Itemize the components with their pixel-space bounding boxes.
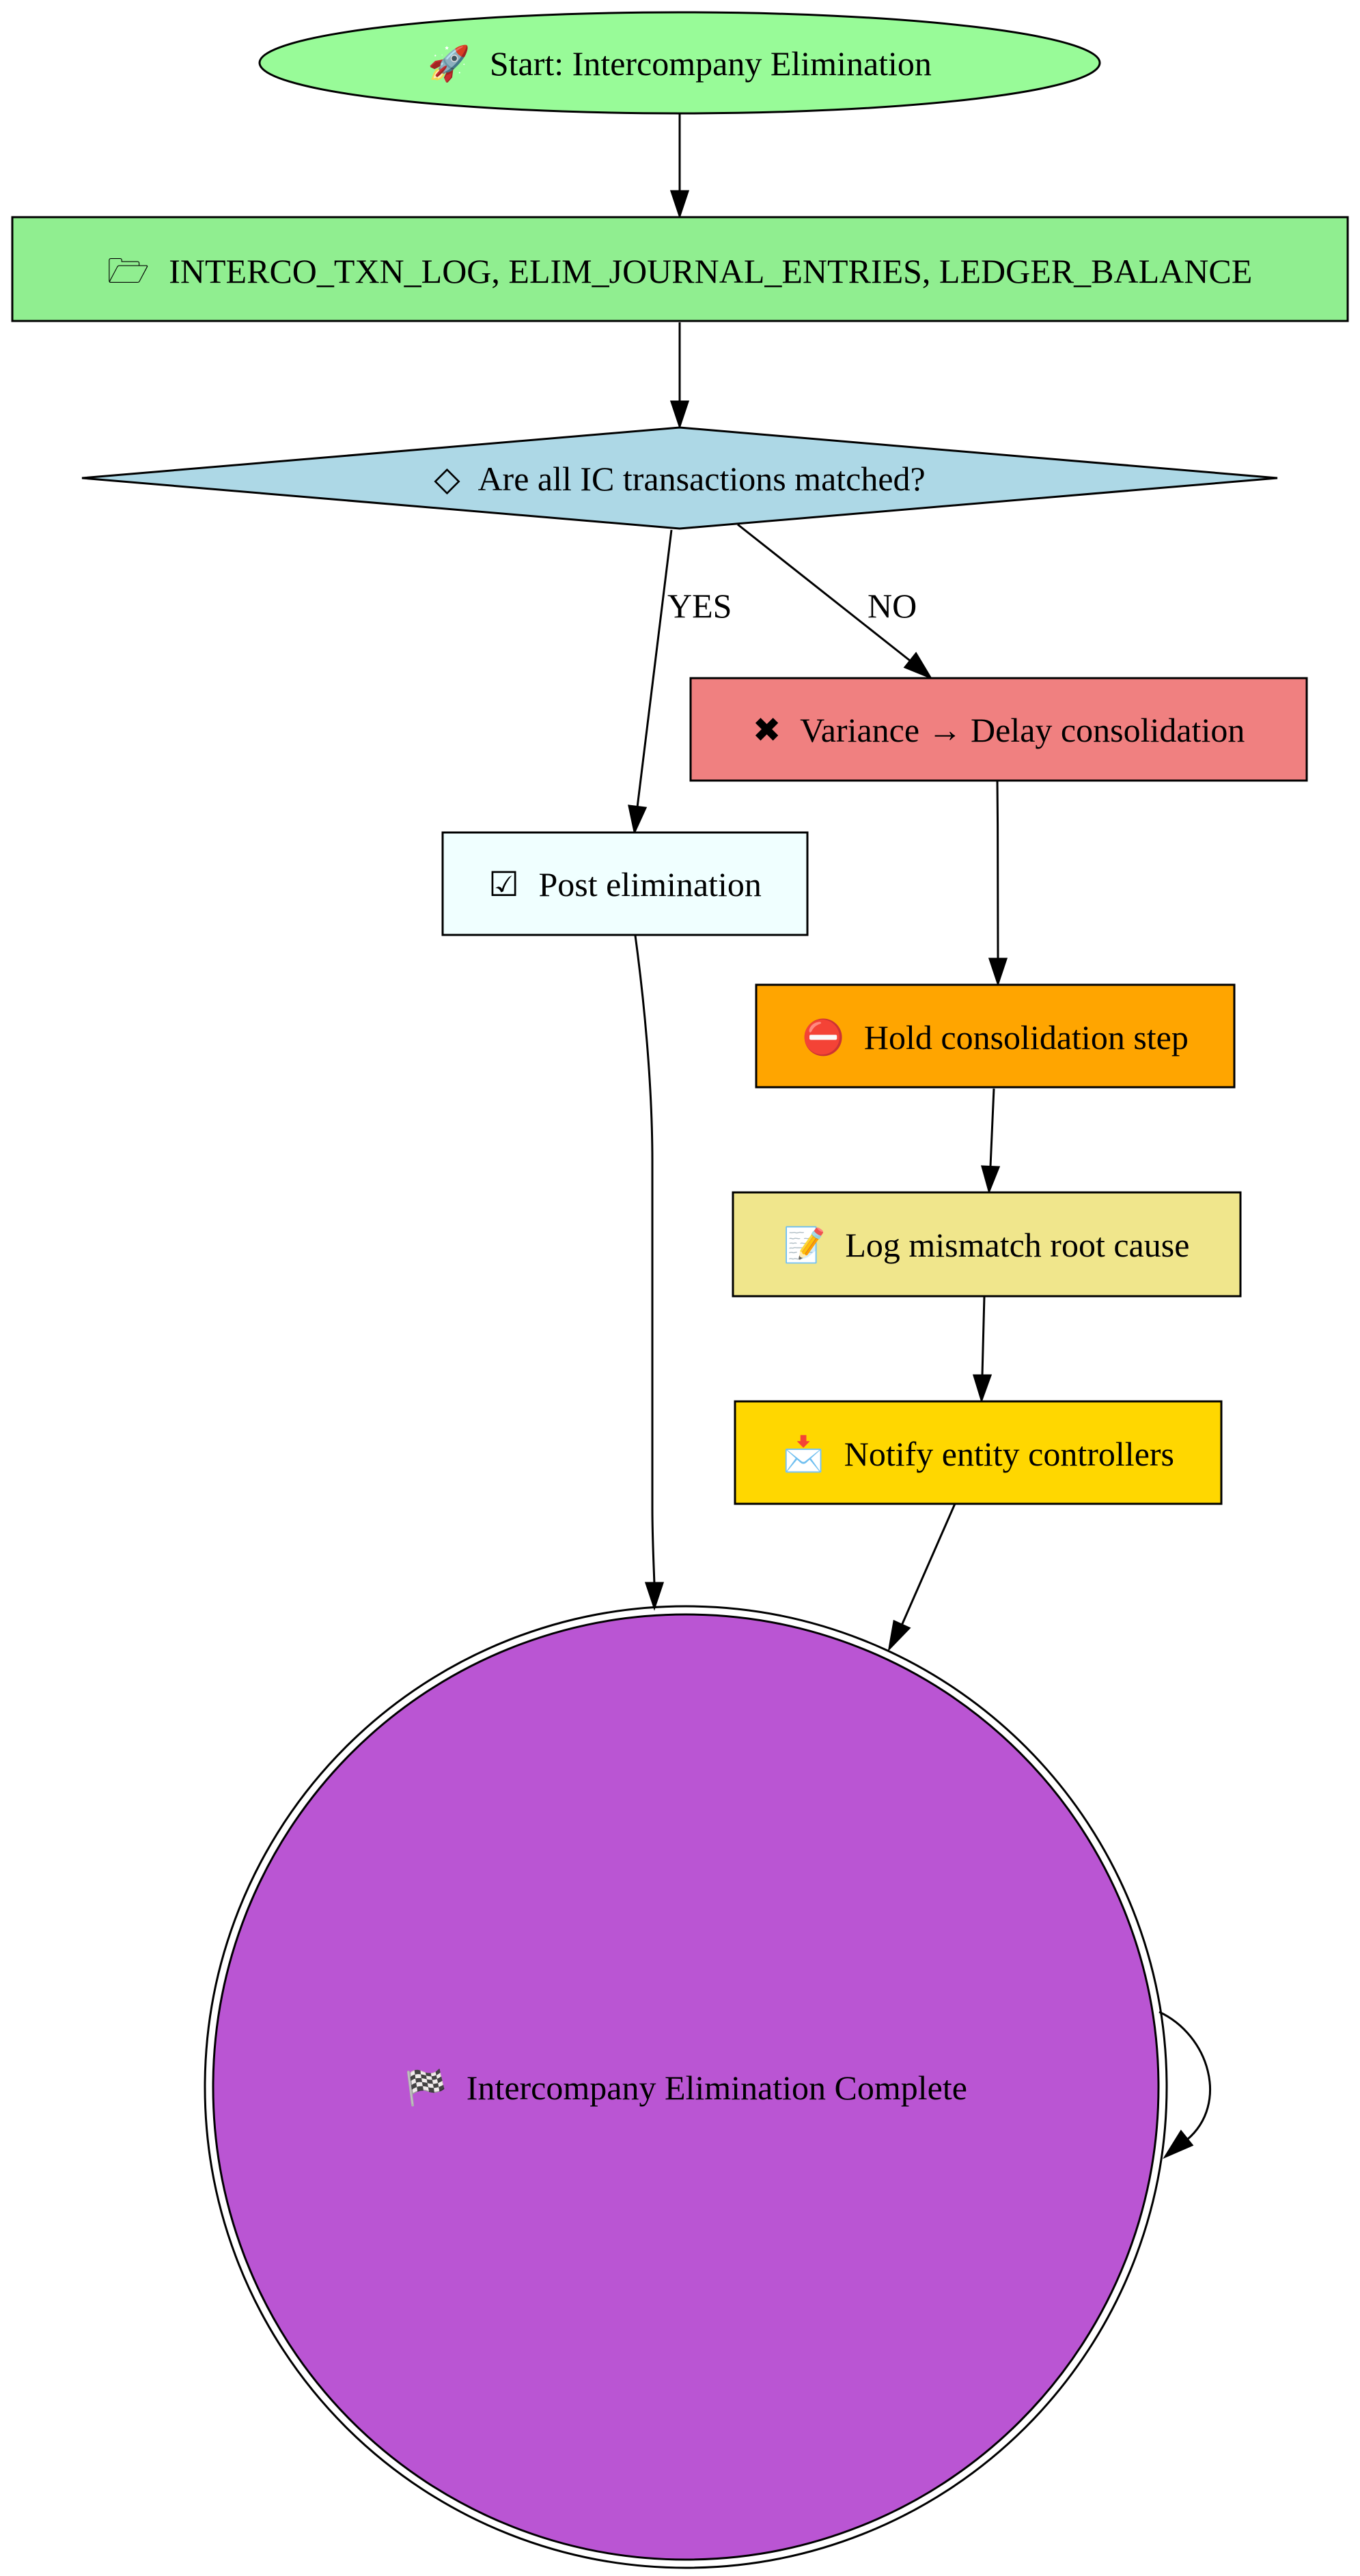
data-node-shape (11, 216, 1349, 322)
edges: YES NO (628, 113, 1211, 2159)
end-node-shape (212, 1613, 1160, 2561)
data-node: 🗁 INTERCO_TXN_LOG, ELIM_JOURNAL_ENTRIES,… (11, 216, 1349, 322)
svg-text:☑ Post elimination: ☑ Post elimination (488, 865, 762, 904)
end-node-outer-ring (204, 1605, 1168, 2569)
start-node-label: Start: Intercompany Elimination (490, 44, 932, 83)
svg-text:📝 Log mismatch root cau: 📝 Log mismatch root cause (783, 1225, 1190, 1264)
log-node: 📝 Log mismatch root cause (732, 1191, 1242, 1298)
svg-text:🗁 INTERCO_TXN_LOG, ELIM: 🗁 INTERCO_TXN_LOG, ELIM_JOURNAL_ENTRIES,… (107, 252, 1253, 290)
log-node-label: Log mismatch root cause (845, 1226, 1189, 1264)
notify-node-shape (734, 1400, 1223, 1505)
edge-decision-to-variance: NO (737, 523, 933, 680)
log-node-shape (732, 1191, 1242, 1298)
svg-text:✖ Variance → Delay conso: ✖ Variance → Delay consolidation (753, 711, 1245, 749)
no-entry-icon: ⛔ (802, 1018, 844, 1056)
yes-edge-label: YES (667, 587, 732, 625)
end-node-label: Intercompany Elimination Complete (467, 2069, 967, 2107)
svg-text:🏁 Intercompany Eliminat: 🏁 Intercompany Elimination Complete (404, 2068, 967, 2107)
folder-icon: 🗁 (107, 252, 150, 290)
variance-node-label: Variance → Delay consolidation (800, 711, 1245, 749)
rocket-icon: 🚀 (428, 44, 470, 83)
svg-text:◇ Are all IC transaction: ◇ Are all IC transactions matched? (434, 460, 926, 498)
decision-node-shape (81, 426, 1278, 530)
no-edge-label: NO (868, 587, 917, 625)
variance-node-shape (689, 677, 1308, 782)
end-node: 🏁 Intercompany Elimination Complete (204, 1605, 1168, 2569)
variance-node: ✖ Variance → Delay consolidation (689, 677, 1308, 782)
svg-text:📩 Notify entity control: 📩 Notify entity controllers (782, 1434, 1174, 1473)
edge-notify-to-end (887, 1503, 956, 1652)
post-node: ☑ Post elimination (441, 831, 809, 936)
post-node-label: Post elimination (538, 865, 761, 904)
hold-node-label: Hold consolidation step (864, 1018, 1189, 1056)
decision-node-label: Are all IC transactions matched? (477, 460, 925, 498)
notify-node: 📩 Notify entity controllers (734, 1400, 1223, 1505)
start-node: 🚀 Start: Intercompany Elimination (258, 11, 1101, 115)
edge-end-self-loop (1158, 2011, 1211, 2159)
checkered-flag-icon: 🏁 (404, 2068, 447, 2107)
data-node-label: INTERCO_TXN_LOG, ELIM_JOURNAL_ENTRIES, L… (169, 252, 1252, 290)
edge-start-to-data (669, 113, 690, 219)
memo-icon: 📝 (783, 1225, 826, 1264)
edge-decision-to-post: YES (628, 529, 732, 835)
notify-node-label: Notify entity controllers (844, 1435, 1174, 1473)
cross-icon: ✖ (753, 711, 781, 749)
edge-post-to-end (634, 935, 665, 1611)
svg-text:⛔ Hold consolidation ste: ⛔ Hold consolidation step (802, 1018, 1189, 1056)
start-node-shape (258, 11, 1101, 115)
edge-hold-to-log (981, 1088, 1001, 1194)
edge-variance-to-hold (988, 779, 1008, 987)
hold-node-shape (755, 983, 1236, 1089)
decision-node: ◇ Are all IC transactions matched? (81, 426, 1278, 530)
hold-node: ⛔ Hold consolidation step (755, 983, 1236, 1089)
checkbox-icon: ☑ (488, 865, 519, 904)
envelope-icon: 📩 (782, 1434, 824, 1473)
diamond-icon: ◇ (434, 460, 460, 498)
edge-log-to-notify (972, 1296, 993, 1403)
edge-data-to-decision (669, 322, 690, 430)
post-node-shape (441, 831, 809, 936)
svg-text:🚀 Start: Intercompany E: 🚀 Start: Intercompany Elimination (428, 44, 932, 83)
